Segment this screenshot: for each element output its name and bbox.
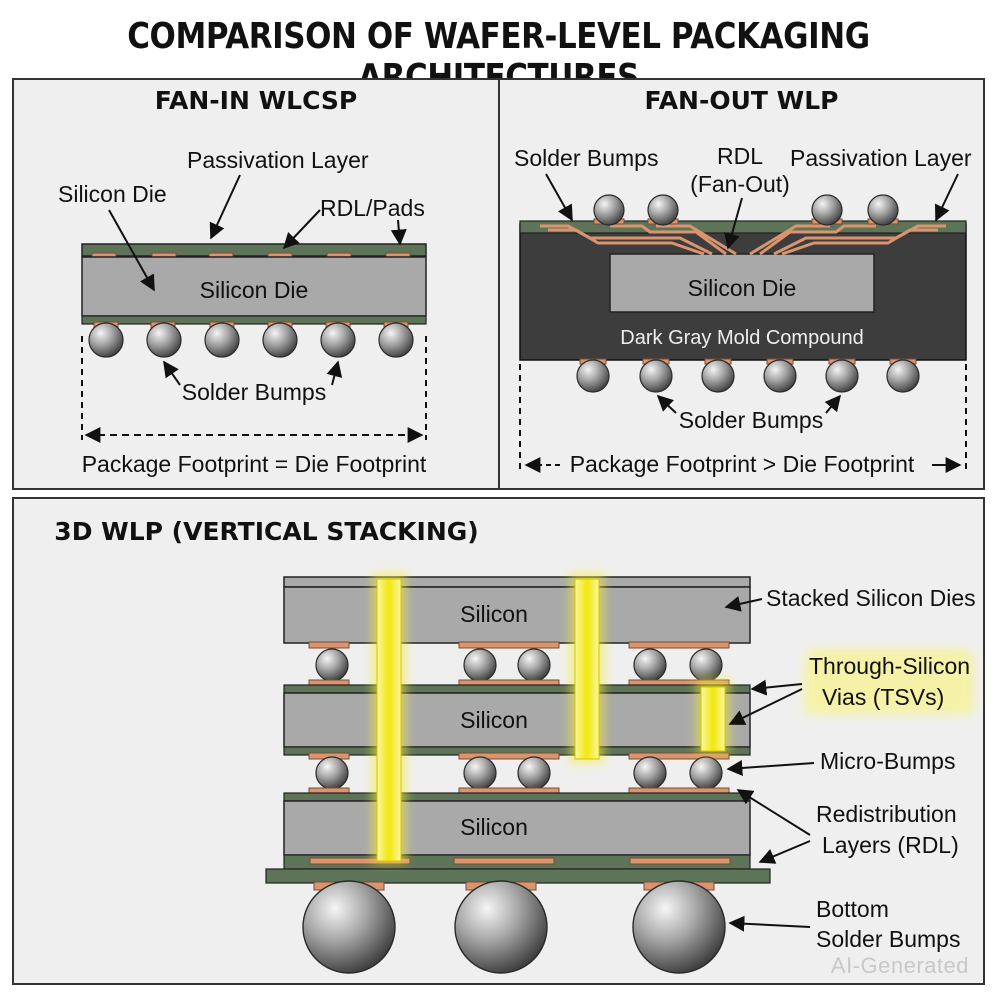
fan-out-diagram: Silicon Die Dark Gray Mold Compound Sold… [514,143,972,477]
fan-out-rdl-label-1: RDL [717,143,763,169]
stack-micro-bumps-row-1 [315,648,723,682]
rdl-arrow-1 [736,789,811,836]
fan-out-bump-top-arrow [545,173,573,222]
stack-top-die [283,586,751,644]
stack-mid-die-label: Silicon [460,707,528,733]
stack-3d-title: 3D WLP (VERTICAL STACKING) [54,517,479,546]
fan-in-rdl-arrow-1 [282,209,321,250]
fan-out-passivation-label: Passivation Layer [790,145,972,171]
fan-in-passivation-label: Passivation Layer [187,147,369,173]
rdl-label-2: Layers (RDL) [822,832,959,858]
fan-out-rdl-arrow [724,197,743,250]
stack-tsvs [376,578,726,862]
tsv-arrow-2 [728,688,803,725]
stack-bottom-solder-bumps [302,880,726,974]
fan-out-die-label: Silicon Die [688,275,797,301]
fan-out-title: FAN-OUT WLP [644,86,839,115]
fan-in-footprint-label: Package Footprint = Die Footprint [82,451,427,477]
fan-in-die-label: Silicon Die [200,277,309,303]
tsv-label-2: Vias (TSVs) [822,684,944,710]
fan-in-solder-bumps-label: Solder Bumps [182,379,326,405]
stack-top-die-label: Silicon [460,601,528,627]
fan-in-title: FAN-IN WLCSP [154,86,358,115]
fan-in-footprint-dimension [81,336,427,443]
stack-top-passivation [283,576,751,588]
fan-in-rdl-pads-label: RDL/Pads [320,195,425,221]
fan-out-rdl-traces [540,224,946,256]
fan-out-solder-bumps-bottom-label: Solder Bumps [679,407,823,433]
fan-in-silicon-die-callout: Silicon Die [58,181,167,207]
stack-bottom-passivation [283,792,751,802]
bottom-bumps-arrow [728,915,811,932]
stack-top-die-bottom-pads [308,641,730,649]
fan-out-top-solder-bumps [593,194,899,226]
micro-bumps-label: Micro-Bumps [820,748,955,774]
stack-mid-passivation [283,684,751,694]
stack-3d-diagram: Silicon Silicon Silicon Stacked Silicon … [265,573,976,974]
stack-bottom-die [283,800,751,856]
fan-in-bump-arrow-2 [326,360,343,386]
diagram-title: COMPARISON OF WAFER-LEVEL PACKAGING ARCH… [127,16,870,98]
tsv-label-1: Through-Silicon [809,653,970,679]
fan-out-bump-arrow-1 [656,394,677,414]
fan-in-bump-arrow-1 [163,360,181,386]
fan-out-solder-bumps-top-label: Solder Bumps [514,145,658,171]
rdl-arrow-2 [758,840,811,864]
fan-out-footprint-label: Package Footprint > Die Footprint [570,451,915,477]
fan-out-passivation-arrow [934,173,959,222]
tsv-arrow-1 [750,679,803,696]
fan-in-diagram: Silicon Die Passivation Layer Silicon Di… [58,147,427,477]
fan-out-passivation [519,220,967,234]
ai-generated-watermark: AI-Generated [830,953,969,978]
micro-bumps-arrow [726,760,815,776]
fan-in-bottom-passivation [81,315,427,325]
fan-out-rdl-label-2: (Fan-Out) [690,171,790,197]
stacked-dies-arrow [724,596,763,612]
fan-in-passivation-arrow [209,174,241,240]
stack-mid-die-bottom-pads [308,752,730,760]
fan-out-bottom-solder-bumps [576,359,920,393]
stack-mid-die [283,692,751,748]
fan-out-footprint-dimension [519,364,967,474]
fan-out-bump-arrow-2 [824,394,842,414]
stack-rdl-traces [309,857,731,865]
fan-in-panel: FAN-IN WLCSP [12,78,500,490]
stack-3d-panel: 3D WLP (VERTICAL STACKING) [12,497,985,985]
bottom-bumps-label-1: Bottom [816,896,889,922]
bottom-bumps-label-2: Solder Bumps [816,926,960,952]
fan-in-silicon-arrow [108,209,155,292]
stacked-dies-label: Stacked Silicon Dies [766,585,976,611]
fan-in-rdl-arrow-2 [390,219,407,246]
tsv-label-highlight [804,649,974,715]
fan-out-silicon-die [609,253,875,313]
fan-out-mold-label: Dark Gray Mold Compound [620,327,863,349]
fan-out-panel: FAN-OUT WLP [498,78,985,490]
stack-bottom-die-label: Silicon [460,814,528,840]
fan-in-solder-bumps [88,322,414,358]
rdl-label-1: Redistribution [816,801,957,827]
